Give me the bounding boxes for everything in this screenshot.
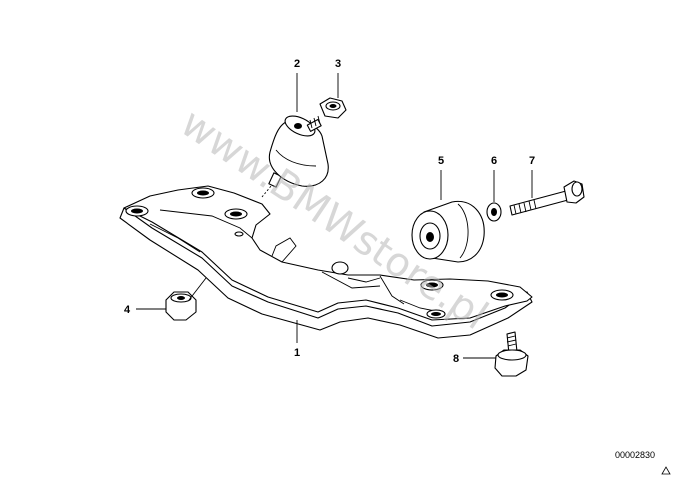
- mounting-hole: [426, 309, 446, 319]
- mounting-hole: [191, 187, 215, 199]
- hex-nut-part-4[interactable]: [165, 277, 207, 321]
- callout-3: 3: [335, 58, 341, 70]
- callout-2: 2: [294, 58, 300, 70]
- rubber-mount-part-2[interactable]: [261, 112, 329, 198]
- callout-8: 8: [453, 353, 459, 365]
- callout-6: 6: [491, 155, 497, 167]
- document-number: 00002830: [615, 450, 655, 460]
- bolt-part-7[interactable]: [509, 180, 585, 216]
- mounting-hole: [420, 279, 444, 291]
- crossmember-part-1[interactable]: [119, 185, 533, 339]
- mounting-hole: [490, 289, 514, 301]
- mounting-hole: [224, 208, 248, 220]
- bushing-part-5[interactable]: [411, 200, 485, 263]
- callout-5: 5: [438, 155, 444, 167]
- flange-bolt-part-8[interactable]: [494, 331, 529, 377]
- triangle-outline-icon: [661, 466, 671, 475]
- callout-7: 7: [529, 155, 535, 167]
- mounting-hole: [125, 205, 149, 217]
- hex-nut-part-3[interactable]: [319, 97, 347, 119]
- callout-4: 4: [124, 304, 131, 316]
- callout-1: 1: [294, 347, 300, 359]
- washer-part-6[interactable]: [486, 202, 502, 222]
